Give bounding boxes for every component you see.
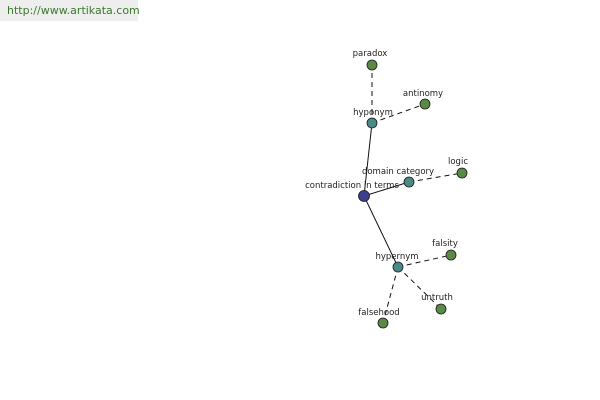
label-antinomy: antinomy [403, 89, 443, 99]
label-hypernym: hypernym [375, 252, 418, 262]
edge-center-domain [363, 181, 410, 197]
edge-hypernym-falsity [397, 254, 452, 268]
edge-hypernym-falsehood [382, 266, 399, 324]
label-logic: logic [448, 157, 468, 167]
node-hyponym[interactable] [366, 117, 378, 129]
node-paradox[interactable] [366, 59, 378, 71]
label-hyponym: hyponym [353, 108, 393, 118]
edge-center-hypernym [363, 195, 399, 268]
node-center[interactable] [358, 190, 370, 202]
node-falsehood[interactable] [377, 317, 389, 329]
label-paradox: paradox [353, 49, 388, 59]
node-falsity[interactable] [445, 249, 457, 261]
graph-edges [363, 65, 463, 324]
url-bar: http://www.artikata.com [0, 0, 140, 21]
label-untruth: untruth [421, 293, 453, 303]
node-domain[interactable] [403, 176, 415, 188]
edge-center-hyponym [363, 122, 373, 197]
node-antinomy[interactable] [419, 98, 431, 110]
edge-hypernym-untruth [397, 266, 442, 310]
node-hypernym[interactable] [392, 261, 404, 273]
edge-hyponym-antinomy [371, 103, 426, 124]
site-url-link[interactable]: http://www.artikata.com [7, 4, 140, 17]
label-falsity: falsity [432, 239, 458, 249]
label-domain: domain category [362, 167, 434, 177]
label-falsehood: falsehood [358, 308, 399, 318]
graph-nodes [358, 59, 468, 329]
label-center: contradiction in terms [305, 181, 399, 191]
node-untruth[interactable] [435, 303, 447, 315]
node-logic[interactable] [456, 167, 468, 179]
graph-labels: contradiction in terms hyponym domain cate… [305, 49, 468, 318]
